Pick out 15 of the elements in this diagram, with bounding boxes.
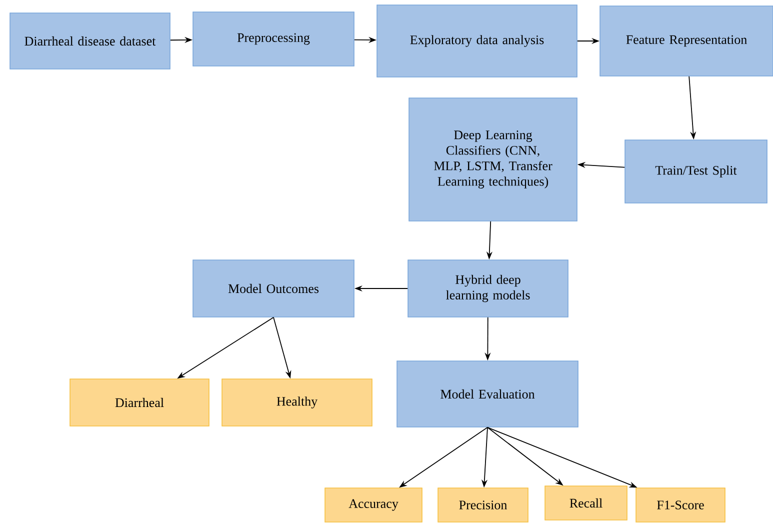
process-box: Train/Test Split: [624, 140, 768, 204]
process-box: Hybrid deep learning models: [408, 260, 568, 318]
process-box: Diarrheal: [70, 378, 210, 426]
process-box: Exploratory data analysis: [376, 4, 578, 78]
process-box: Precision: [438, 488, 528, 522]
process-box: Healthy: [222, 378, 372, 426]
process-box: Diarrheal disease dataset: [10, 12, 170, 70]
process-box: Preprocessing: [192, 12, 354, 66]
process-box: Feature Representation: [600, 6, 773, 76]
process-box: F1-Score: [636, 488, 726, 522]
process-box: Deep Learning Classifiers (CNN, MLP, LSTM, Transfer Learning techniques): [408, 98, 578, 222]
process-box: Model Evaluation: [396, 360, 578, 428]
process-box: Accuracy: [324, 488, 422, 522]
process-box: Recall: [544, 486, 628, 520]
process-box: Model Outcomes: [192, 260, 354, 318]
